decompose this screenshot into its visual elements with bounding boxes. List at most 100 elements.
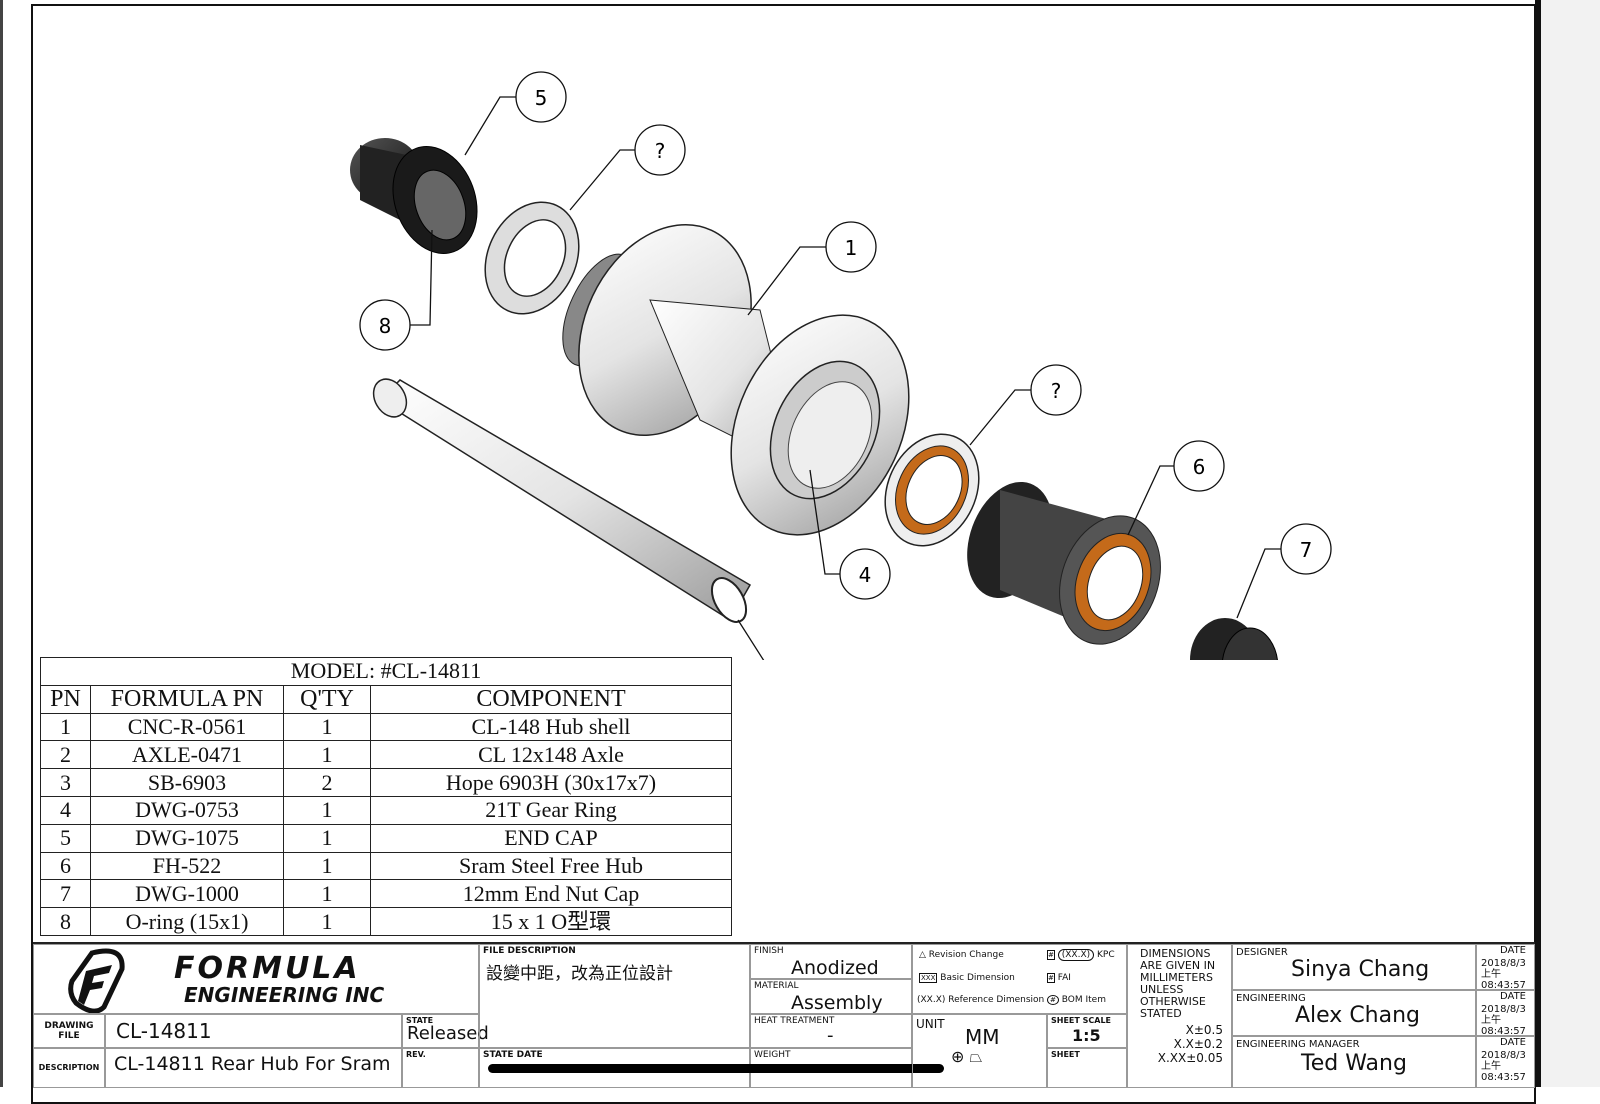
cell: 15 x 1 O型環: [370, 907, 732, 936]
unit-label: UNIT: [916, 1017, 945, 1031]
finish-label: FINISH: [754, 946, 784, 956]
col-pn: PN: [40, 684, 91, 714]
bom-title: MODEL: #CL-14811: [40, 657, 732, 686]
manager-cell: ENGINEERING MANAGER Ted Wang: [1232, 1036, 1476, 1088]
cell: AXLE-0471: [90, 740, 284, 770]
rev-label: REV.: [406, 1050, 426, 1059]
unit-cell: UNIT MM ⊕ ⏢: [912, 1014, 1047, 1088]
sheet-scale-cell: SHEET SCALE 1:5: [1047, 1014, 1127, 1048]
tolerance: X.XX±0.05: [1157, 1051, 1223, 1065]
date-label: DATE: [1499, 991, 1526, 1002]
tolerances: X±0.5 X.X±0.2 X.XX±0.05: [1158, 1023, 1223, 1065]
ampm: 上午: [1481, 1061, 1501, 1072]
designer-label: DESIGNER: [1236, 947, 1288, 958]
state-value: Released: [407, 1023, 489, 1044]
legend-basic: XXX Basic Dimension: [919, 973, 1015, 983]
triangle-icon: △: [919, 950, 926, 960]
frame-edge: [1535, 0, 1541, 1087]
page-margin: [1541, 0, 1600, 1087]
ampm: 上午: [1481, 969, 1501, 980]
cell: 12mm End Nut Cap: [370, 879, 732, 909]
sheet-scale-label: SHEET SCALE: [1051, 1016, 1112, 1025]
end-cap-part: [350, 138, 478, 254]
freehub-part: [967, 481, 1161, 645]
cell: Sram Steel Free Hub: [370, 851, 732, 881]
hash-box-icon: #: [1047, 950, 1055, 960]
cell: 4: [40, 795, 91, 825]
engineering-label: ENGINEERING: [1236, 993, 1306, 1004]
cell: 21T Gear Ring: [370, 795, 732, 825]
window-edge: [0, 0, 3, 1087]
legend-text: FAI: [1057, 973, 1071, 983]
state-label: STATE: [406, 1016, 434, 1025]
cell: 2: [283, 768, 371, 797]
heat-treatment-cell: HEAT TREATMENT -: [750, 1014, 912, 1048]
cell: END CAP: [370, 823, 732, 853]
engineering-cell: ENGINEERING Alex Chang: [1232, 990, 1476, 1036]
description-cell: CL-14811 Rear Hub For Sram: [105, 1048, 402, 1088]
unit-value: MM: [965, 1025, 1000, 1049]
bom-header-row: PN FORMULA PN Q'TY COMPONENT: [40, 684, 732, 714]
material-label: MATERIAL: [754, 981, 799, 991]
weight-label: WEIGHT: [754, 1050, 791, 1060]
balloon: 5: [515, 71, 567, 123]
cell: 7: [40, 879, 91, 909]
finish-cell: FINISH Anodized: [750, 944, 912, 979]
legend-bom: # BOM Item: [1047, 995, 1106, 1005]
cell: 3: [40, 768, 91, 797]
cell: CL-148 Hub shell: [370, 712, 732, 742]
cell: 1: [283, 851, 371, 881]
cell: 1: [283, 907, 371, 936]
state-cell: STATE Released: [402, 1014, 489, 1048]
legend-kpc: # (XX.X) KPC: [1047, 949, 1115, 961]
engineering-value: Alex Chang: [1295, 1003, 1421, 1028]
cell: 8: [40, 907, 91, 936]
redaction-bar: [488, 1064, 944, 1073]
legend-reference: (XX.X) Reference Dimension: [917, 995, 1045, 1005]
kpc-oval-icon: (XX.X): [1057, 949, 1095, 961]
designer-cell: DESIGNER Sinya Chang: [1232, 944, 1476, 990]
projection-symbol-icon: ⊕ ⏢: [951, 1047, 983, 1066]
company-name: FORMULA: [174, 951, 361, 986]
date: 2018/8/3: [1481, 1050, 1526, 1061]
title-block-divider: [33, 942, 1535, 944]
balloon: 7: [1280, 523, 1332, 575]
company-sub: ENGINEERING INC: [184, 983, 385, 1007]
exploded-view-drawing: 5 ? 1 8 ? 6 4 7 2: [350, 71, 1332, 660]
designer-value: Sinya Chang: [1291, 957, 1430, 982]
balloon: 1: [825, 221, 877, 273]
legend-text: BOM Item: [1061, 995, 1106, 1005]
cell: 6: [40, 851, 91, 881]
cell: 2: [40, 740, 91, 770]
cell: DWG-1075: [90, 823, 284, 853]
cell: 1: [283, 879, 371, 909]
cell: CL 12x148 Axle: [370, 740, 732, 770]
svg-text:5: 5: [535, 86, 548, 110]
balloon: 4: [839, 548, 891, 600]
legend-revision: △ Revision Change: [919, 950, 1004, 960]
svg-text:?: ?: [655, 139, 666, 163]
material-value: Assembly: [791, 992, 883, 1014]
balloon: 6: [1173, 440, 1225, 492]
drawing-file: CL-14811: [116, 1019, 212, 1043]
col-component: COMPONENT: [370, 684, 732, 714]
date: 2018/8/3: [1481, 958, 1526, 969]
balloon: ?: [1030, 364, 1082, 416]
sheet-label: SHEET: [1051, 1050, 1080, 1059]
description-label-cell: DESCRIPTION: [33, 1048, 105, 1088]
cell: Hope 6903H (30x17x7): [370, 768, 732, 797]
date-label: DATE: [1499, 1037, 1526, 1048]
col-qty: Q'TY: [283, 684, 371, 714]
cell: FH-522: [90, 851, 284, 881]
file-description-value: 設變中距，改為正位設計: [486, 964, 673, 984]
drawing-file-cell: CL-14811: [105, 1014, 402, 1048]
